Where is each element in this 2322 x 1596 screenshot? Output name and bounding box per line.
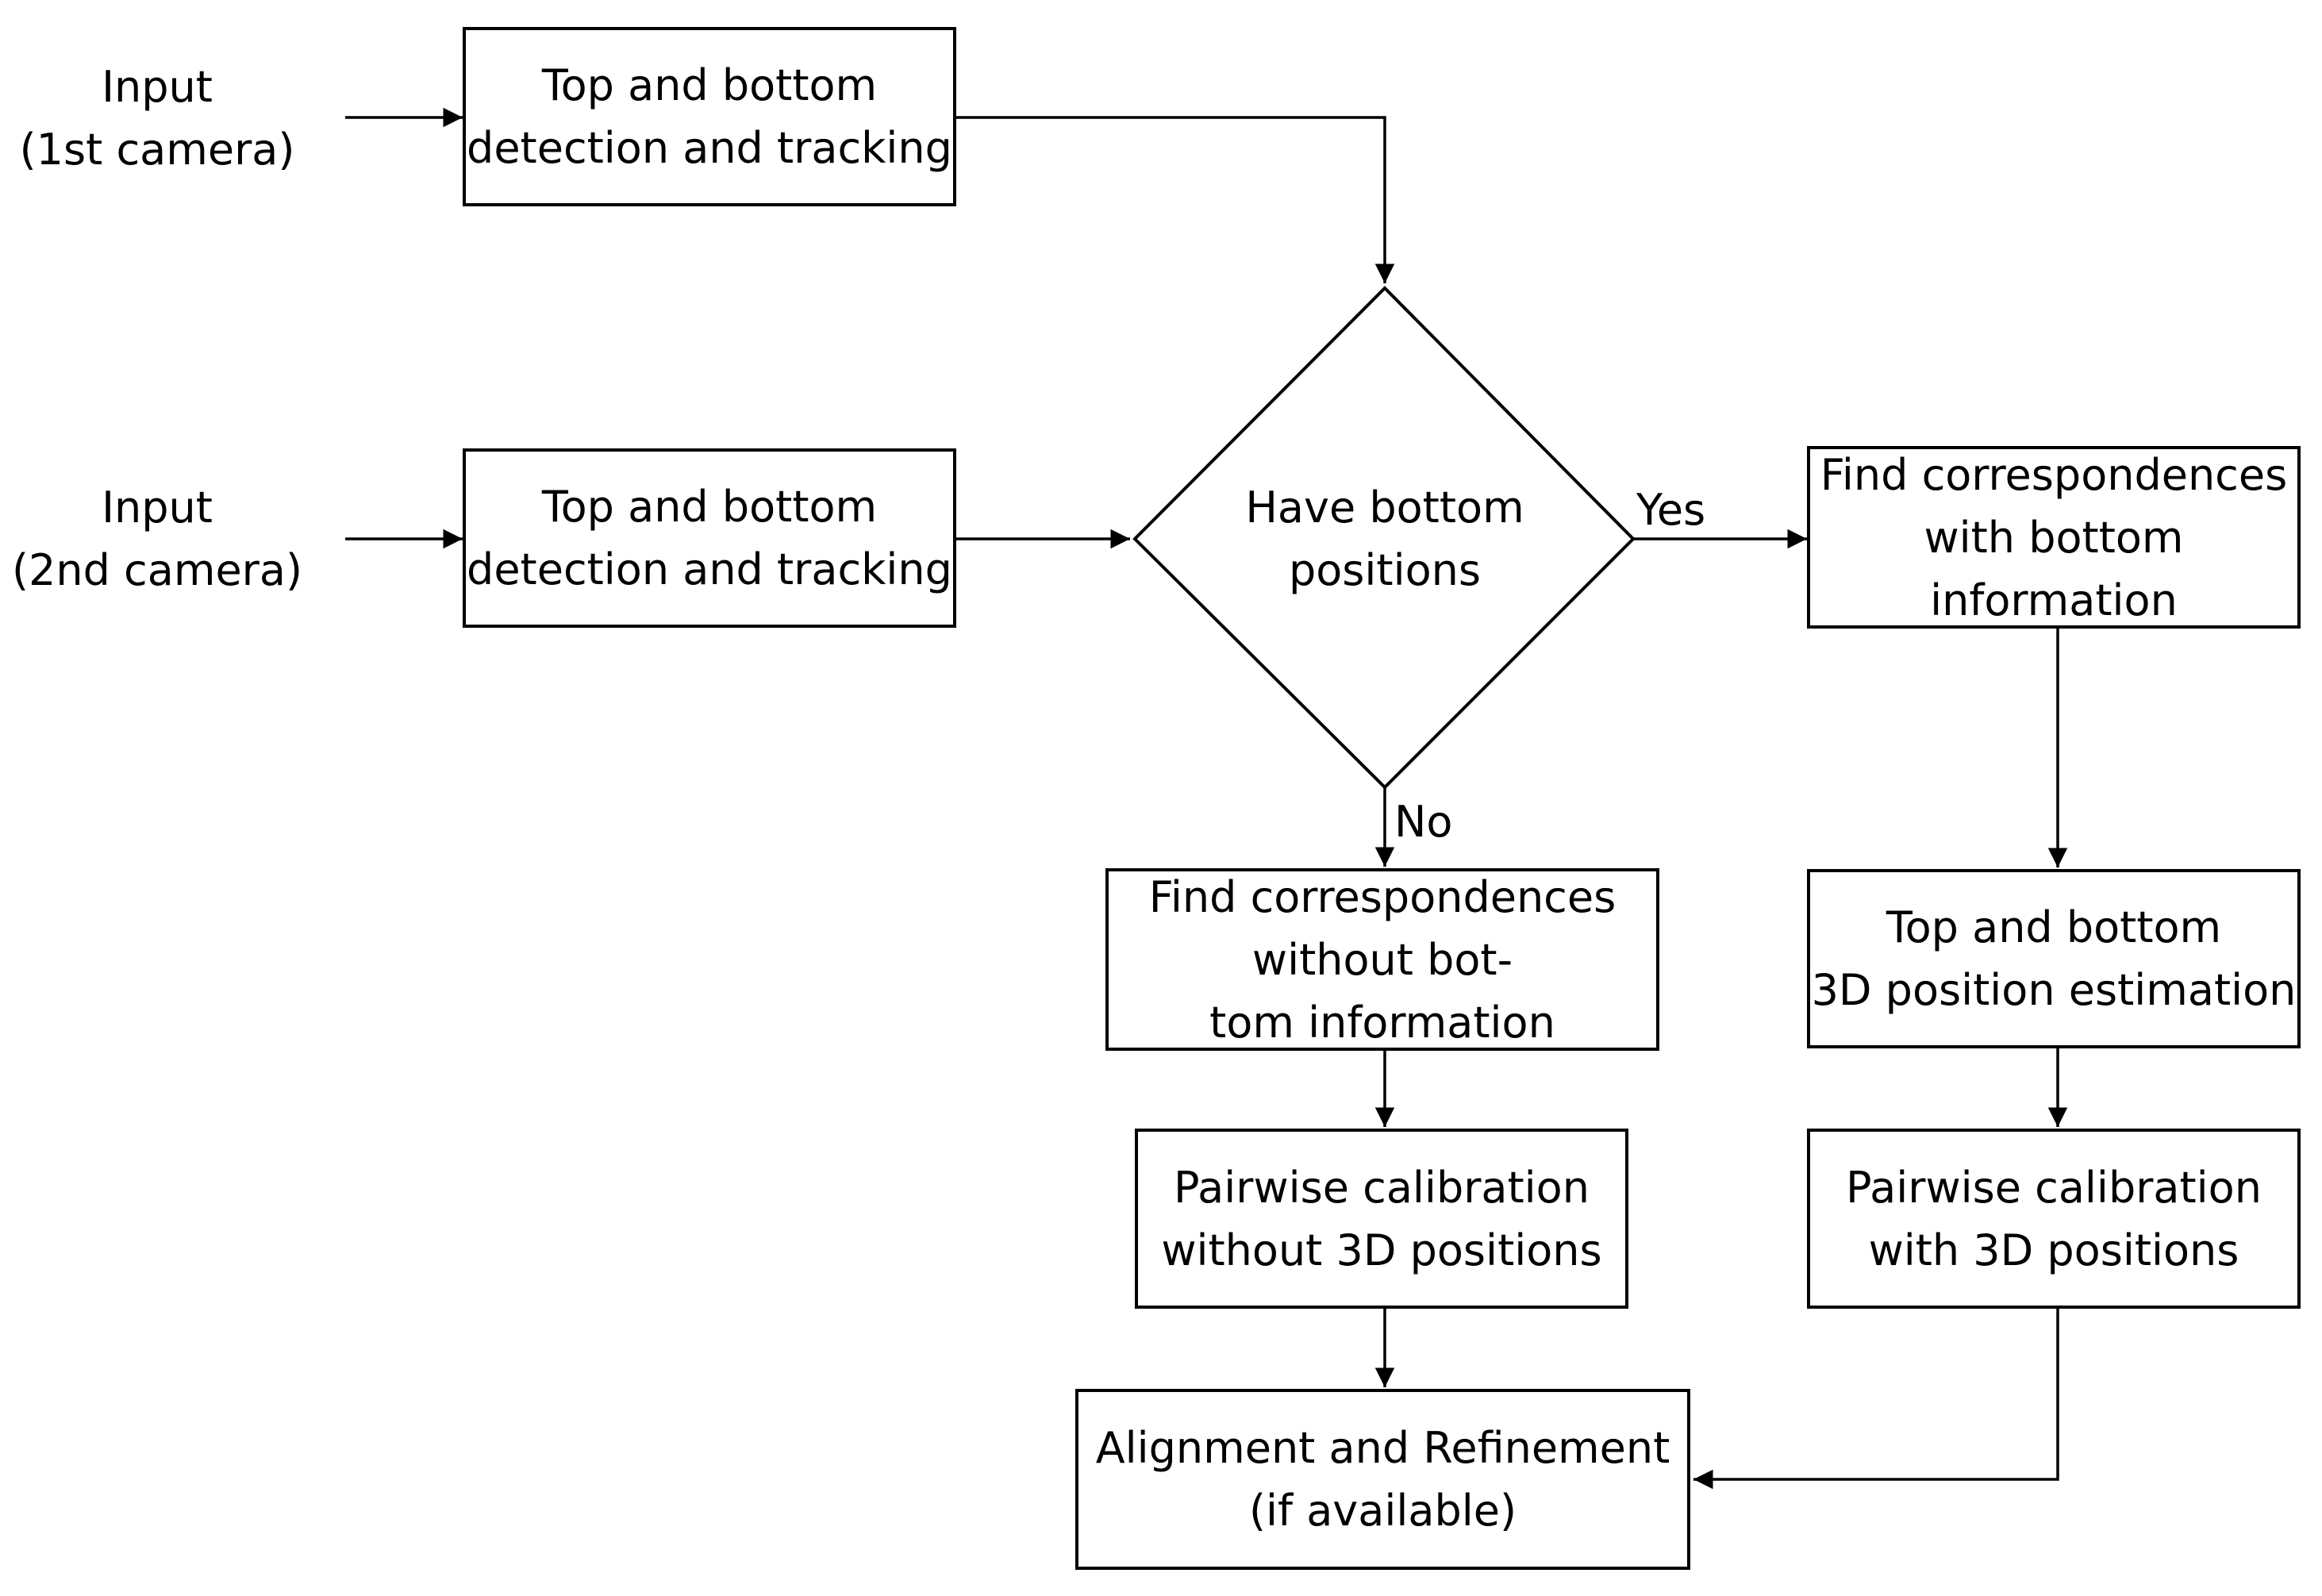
find-without-line1: Find correspondences bbox=[1148, 871, 1617, 922]
detect-box-1st: Top and bottom detection and tracking bbox=[463, 27, 956, 206]
calib-without-line2: without 3D positions bbox=[1161, 1225, 1602, 1275]
calibration-with-3d-box: Pairwise calibration with 3D positions bbox=[1807, 1129, 2301, 1309]
input-1st-camera-label: Input (1st camera) bbox=[16, 51, 298, 186]
detect-box-2nd-line2: detection and tracking bbox=[467, 544, 952, 594]
find-with-line1: Find correspondences bbox=[1820, 449, 2288, 500]
calib-without-line1: Pairwise calibration bbox=[1174, 1162, 1590, 1213]
find-with-bottom-box: Find correspondences with bottom informa… bbox=[1807, 446, 2301, 629]
find-without-bottom-box: Find correspondences without bot- tom in… bbox=[1105, 868, 1659, 1051]
find-without-line3: tom information bbox=[1209, 997, 1555, 1048]
detect-box-2nd: Top and bottom detection and tracking bbox=[463, 448, 956, 628]
yes-edge-label: Yes bbox=[1636, 485, 1706, 535]
estimation-line1: Top and bottom bbox=[1886, 902, 2222, 952]
find-without-line2: without bot- bbox=[1251, 934, 1513, 985]
find-with-line2: with bottom bbox=[1924, 512, 2184, 563]
alignment-line1: Alignment and Refinement bbox=[1095, 1423, 1670, 1473]
arrow-detect1-to-decision bbox=[956, 116, 1395, 283]
decision-label: Have bottom positions bbox=[1214, 471, 1555, 606]
input-2nd-camera-title: Input bbox=[102, 483, 213, 533]
input-2nd-camera-subtitle: (2nd camera) bbox=[11, 545, 303, 595]
arrow-calibwith-to-alignment bbox=[1693, 1309, 2059, 1490]
decision-line2: positions bbox=[1288, 545, 1482, 595]
alignment-line2: (if available) bbox=[1248, 1486, 1517, 1536]
input-2nd-camera-label: Input (2nd camera) bbox=[8, 471, 306, 606]
calib-with-line1: Pairwise calibration bbox=[1846, 1162, 2262, 1213]
calib-with-line2: with 3D positions bbox=[1868, 1225, 2239, 1275]
detect-box-2nd-line1: Top and bottom bbox=[541, 482, 878, 532]
find-with-line3: information bbox=[1930, 575, 2178, 625]
estimation-line2: 3D position estimation bbox=[1811, 965, 2297, 1015]
position-estimation-box: Top and bottom 3D position estimation bbox=[1807, 869, 2301, 1048]
input-1st-camera-subtitle: (1st camera) bbox=[19, 125, 295, 175]
alignment-refinement-box: Alignment and Refinement (if available) bbox=[1075, 1389, 1690, 1570]
calibration-without-3d-box: Pairwise calibration without 3D position… bbox=[1135, 1129, 1628, 1309]
no-edge-label: No bbox=[1394, 797, 1453, 847]
detect-box-1st-line1: Top and bottom bbox=[541, 60, 878, 110]
decision-line1: Have bottom bbox=[1245, 483, 1524, 533]
detect-box-1st-line2: detection and tracking bbox=[467, 123, 952, 173]
input-1st-camera-title: Input bbox=[102, 62, 213, 112]
